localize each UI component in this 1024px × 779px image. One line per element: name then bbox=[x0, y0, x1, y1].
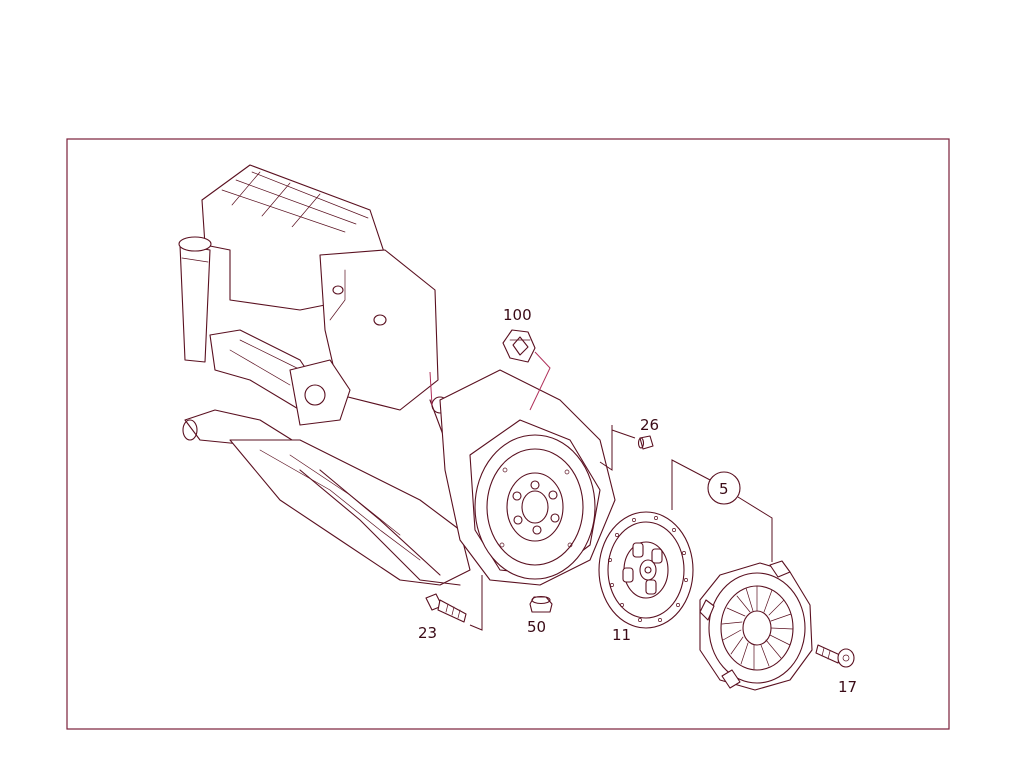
part-5-callout-circle bbox=[707, 471, 741, 505]
part-50-plug[interactable] bbox=[529, 595, 553, 613]
engine-assembly[interactable] bbox=[178, 164, 616, 586]
part-11-clutch-disc[interactable] bbox=[598, 511, 694, 629]
part-label-5: 5 bbox=[719, 480, 729, 498]
part-label-17: 17 bbox=[838, 678, 857, 696]
part-label-11: 11 bbox=[612, 626, 631, 644]
part-26-dowel-pin[interactable] bbox=[599, 425, 654, 471]
part-label-26: 26 bbox=[640, 416, 659, 434]
part-label-100: 100 bbox=[503, 306, 532, 324]
part-label-23: 23 bbox=[418, 624, 437, 642]
diagram-frame bbox=[66, 138, 950, 730]
part-100-mount[interactable] bbox=[502, 329, 551, 411]
part-5-pressure-plate[interactable] bbox=[671, 459, 813, 691]
part-23-bolt[interactable] bbox=[425, 575, 483, 631]
part-label-50: 50 bbox=[527, 618, 546, 636]
part-17-bolt[interactable] bbox=[815, 644, 855, 668]
